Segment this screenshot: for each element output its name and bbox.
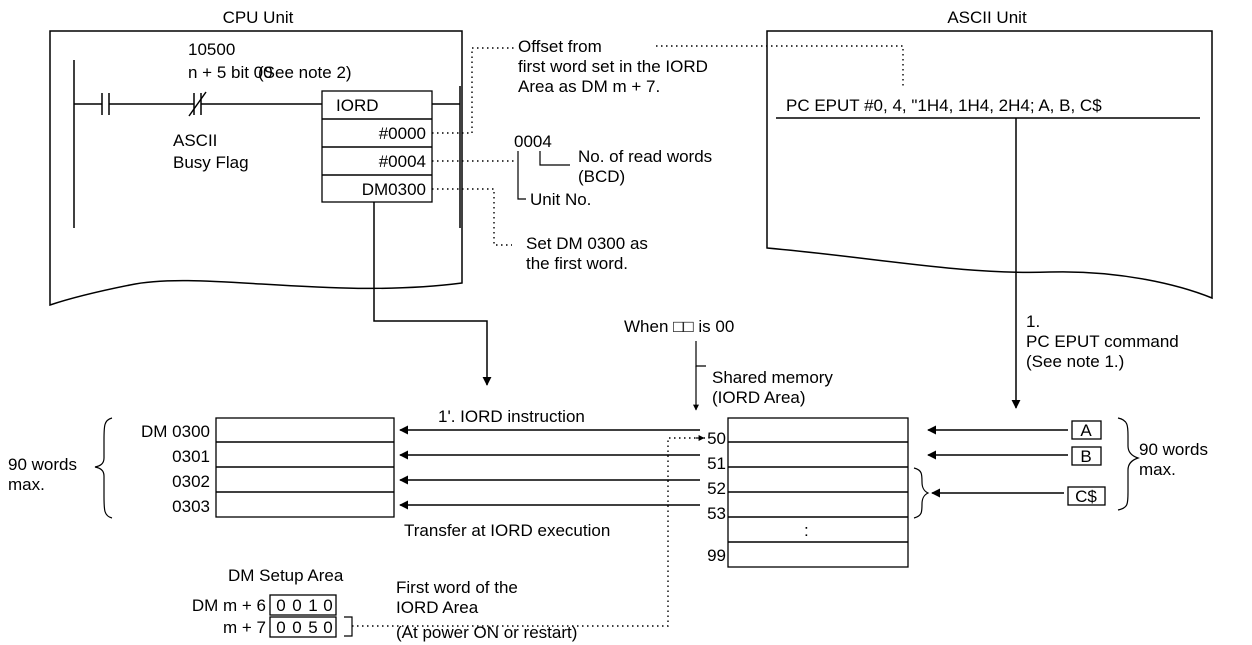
iord-mnemonic: IORD — [336, 96, 379, 115]
unit-no-bracket — [517, 151, 526, 200]
offset-text-2: first word set in the IORD — [518, 57, 708, 76]
iord-instruction-label: 1'. IORD instruction — [438, 407, 585, 426]
unit-no-label: Unit No. — [530, 190, 591, 209]
iord-instruction-block: IORD #0000 #0004 DM0300 — [321, 90, 433, 203]
var-b-label: B — [1080, 447, 1091, 466]
dm-brace — [94, 417, 113, 519]
operand3-callout — [432, 188, 512, 246]
setup-digit: 0 — [292, 618, 301, 637]
shared-row-label: 52 — [707, 479, 726, 498]
read-words-label-2: (BCD) — [578, 167, 625, 186]
var-box-c — [1067, 486, 1106, 506]
set-dm-label-1: Set DM 0300 as — [526, 234, 648, 253]
var-box-b — [1071, 446, 1102, 466]
busy-flag-label-2: Busy Flag — [173, 153, 249, 172]
vars-max-2: max. — [1139, 460, 1176, 479]
shared-row-label: 50 — [707, 429, 726, 448]
see-note-2: (See note 2) — [258, 63, 352, 82]
busy-flag-label-1: ASCII — [173, 131, 217, 150]
pc-eput-command: PC EPUT #0, 4, "1H4, 1H4, 2H4; A, B, C$ — [786, 96, 1102, 115]
offset-callout — [656, 45, 904, 88]
setup-row1-box: 0 0 1 0 — [269, 594, 337, 616]
var-c-label: C$ — [1075, 487, 1097, 506]
setup-digit: 5 — [308, 618, 317, 637]
set-dm-label-2: the first word. — [526, 254, 628, 273]
step1-number: 1. — [1026, 312, 1040, 331]
code-0004: 0004 — [514, 132, 552, 151]
nc-contact-slash — [188, 91, 207, 117]
first-word-label-2: IORD Area — [396, 598, 479, 617]
operand1-callout — [432, 47, 515, 134]
first-word-pointer — [352, 437, 705, 627]
cpu-unit-title: CPU Unit — [223, 8, 294, 27]
setup-row2-label: m + 7 — [223, 618, 266, 637]
ascii-unit-panel: ASCII Unit PC EPUT #0, 4, "1H4, 1H4, 2H4… — [766, 8, 1213, 300]
offset-text-3: Area as DM m + 7. — [518, 77, 660, 96]
setup-digit: 0 — [276, 596, 285, 615]
variable-boxes: A B C$ — [1067, 420, 1106, 506]
shared-row-label: 99 — [707, 546, 726, 565]
dm-max-1: 90 words — [8, 455, 77, 474]
dm-row-label: 0301 — [172, 447, 210, 466]
setup-digit: 0 — [323, 618, 332, 637]
shared-memory-label-1: Shared memory — [712, 368, 833, 387]
bit-address: 10500 — [188, 40, 235, 59]
shared-ellipsis: : — [804, 521, 809, 540]
dm-row-label: DM 0300 — [141, 422, 210, 441]
operand-3: DM0300 — [362, 180, 426, 199]
shared-row-label: 53 — [707, 504, 726, 523]
shared-memory-table: 50 51 52 53 99 : — [707, 417, 909, 568]
dm-table: DM 0300 0301 0302 0303 — [141, 417, 395, 518]
setup-digit: 0 — [276, 618, 285, 637]
ladder-diagram — [73, 60, 461, 228]
iord-to-dm-arrow — [373, 202, 492, 386]
offset-text-1: Offset from — [518, 37, 602, 56]
shared-row-label: 51 — [707, 454, 726, 473]
dm-row-label: 0302 — [172, 472, 210, 491]
setup-title: DM Setup Area — [228, 566, 344, 585]
operand-2: #0004 — [379, 152, 426, 171]
setup-bracket — [344, 616, 353, 637]
operand-1: #0000 — [379, 124, 426, 143]
shared-rows-brace — [913, 467, 930, 519]
vars-brace — [1117, 417, 1140, 511]
setup-row1-label: DM m + 6 — [192, 596, 266, 615]
power-note: (At power ON or restart) — [396, 623, 577, 642]
bit-description: n + 5 bit 00 — [188, 63, 273, 82]
setup-row2-box: 0 0 5 0 — [269, 616, 337, 638]
read-words-label-1: No. of read words — [578, 147, 712, 166]
when-connector — [695, 341, 706, 367]
vars-max-1: 90 words — [1139, 440, 1208, 459]
var-box-a — [1071, 420, 1102, 440]
when-label: When □□ is 00 — [624, 317, 734, 336]
setup-digit: 0 — [323, 596, 332, 615]
first-word-label-1: First word of the — [396, 578, 518, 597]
dm-max-2: max. — [8, 475, 45, 494]
cpu-unit-panel: CPU Unit — [49, 8, 463, 307]
dm-row-label: 0303 — [172, 497, 210, 516]
transfer-label: Transfer at IORD execution — [404, 521, 610, 540]
var-a-label: A — [1080, 421, 1092, 440]
step1-label-2: (See note 1.) — [1026, 352, 1124, 371]
step1-label-1: PC EPUT command — [1026, 332, 1179, 351]
ascii-unit-title: ASCII Unit — [947, 8, 1027, 27]
setup-digit: 0 — [292, 596, 301, 615]
setup-digit: 1 — [308, 596, 317, 615]
shared-memory-label-2: (IORD Area) — [712, 388, 806, 407]
read-words-bracket — [539, 151, 570, 166]
